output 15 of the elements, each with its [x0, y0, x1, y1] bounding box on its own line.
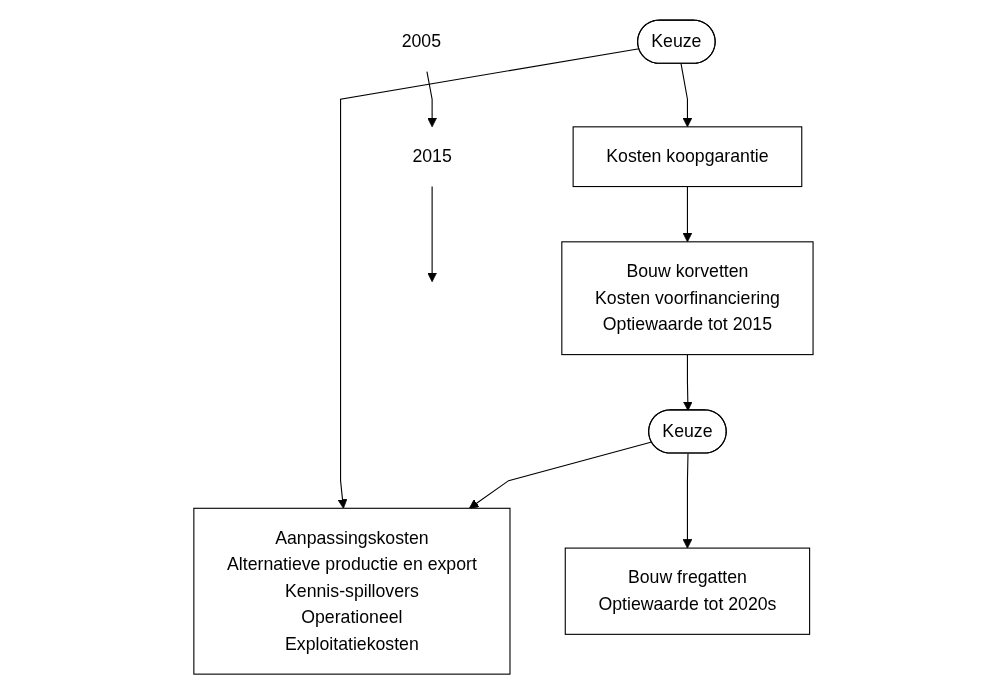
arrow	[680, 63, 693, 128]
arrow	[682, 186, 693, 243]
year-label: 2005	[401, 31, 442, 51]
arrow	[427, 186, 438, 283]
arrow	[683, 354, 693, 411]
arrow	[682, 453, 693, 549]
year-label: 2015	[412, 146, 452, 166]
arrow	[426, 71, 438, 128]
process-box: Aanpassingskosten Alternatieve productie en export Kennis-spillovers Operationeel Exploitatiekosten	[193, 507, 511, 675]
arrow	[469, 441, 653, 509]
decision-oval: Keuze	[648, 409, 727, 454]
process-box: Kosten koopgarantie	[572, 126, 803, 188]
process-box: Bouw fregatten Optiewaarde tot 2020s	[564, 547, 811, 635]
process-box: Bouw korvetten Kosten voorfinanciering Optiewaarde tot 2015	[561, 241, 814, 356]
decision-oval: Keuze	[637, 19, 716, 64]
